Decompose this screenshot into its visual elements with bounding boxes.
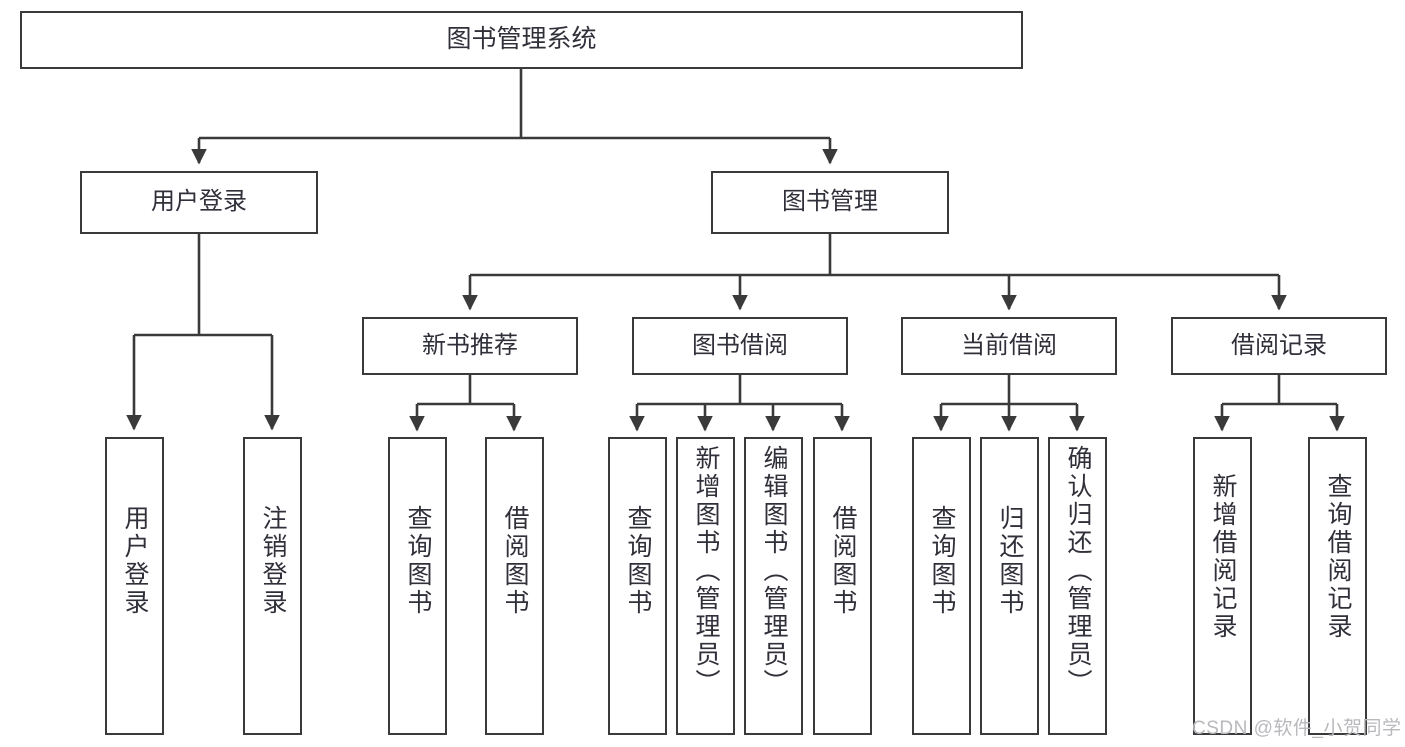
node-label: 新书推荐 xyxy=(422,331,518,359)
node-label: 图书借阅 xyxy=(692,331,788,359)
node-label: 编辑图书（管理员） xyxy=(760,445,788,697)
leaf-add-book-admin[interactable]: 新增图书（管理员） xyxy=(676,437,735,735)
node-label: 查询图书 xyxy=(404,505,432,617)
leaf-borrow-book-recommend[interactable]: 借阅图书 xyxy=(485,437,544,735)
node-label: 查询借阅记录 xyxy=(1324,473,1352,641)
leaf-add-borrow-record[interactable]: 新增借阅记录 xyxy=(1193,437,1252,735)
leaf-edit-book-admin[interactable]: 编辑图书（管理员） xyxy=(744,437,803,735)
leaf-query-book[interactable]: 查询图书 xyxy=(608,437,667,735)
node-label: 新增借阅记录 xyxy=(1209,473,1237,641)
leaf-query-borrow-record[interactable]: 查询借阅记录 xyxy=(1308,437,1367,735)
node-current-borrow[interactable]: 当前借阅 xyxy=(901,317,1117,375)
node-root-system[interactable]: 图书管理系统 xyxy=(20,11,1023,69)
node-label: 确认归还（管理员） xyxy=(1064,445,1092,697)
node-label: 借阅记录 xyxy=(1231,331,1327,359)
node-label: 注销登录 xyxy=(259,505,287,617)
node-label: 图书管理 xyxy=(782,188,878,216)
node-borrow-record[interactable]: 借阅记录 xyxy=(1171,317,1387,375)
node-label: 借阅图书 xyxy=(829,505,857,617)
node-label: 归还图书 xyxy=(996,505,1024,617)
node-label: 当前借阅 xyxy=(961,331,1057,359)
node-label: 查询图书 xyxy=(928,505,956,617)
node-label: 借阅图书 xyxy=(501,505,529,617)
node-label: 图书管理系统 xyxy=(446,25,597,54)
watermark-text: CSDN @软件_小贺同学 xyxy=(1192,718,1402,739)
node-label: 新增图书（管理员） xyxy=(692,445,720,697)
node-label: 用户登录 xyxy=(151,188,247,216)
leaf-logout[interactable]: 注销登录 xyxy=(243,437,302,735)
node-book-borrow[interactable]: 图书借阅 xyxy=(632,317,848,375)
leaf-query-book-recommend[interactable]: 查询图书 xyxy=(388,437,447,735)
leaf-user-login[interactable]: 用户登录 xyxy=(105,437,164,735)
leaf-confirm-return-admin[interactable]: 确认归还（管理员） xyxy=(1048,437,1107,735)
node-label: 用户登录 xyxy=(121,505,149,617)
node-user-login[interactable]: 用户登录 xyxy=(80,171,318,234)
node-new-book-recommend[interactable]: 新书推荐 xyxy=(362,317,578,375)
leaf-borrow-book[interactable]: 借阅图书 xyxy=(813,437,872,735)
node-label: 查询图书 xyxy=(624,505,652,617)
node-book-management[interactable]: 图书管理 xyxy=(711,171,949,234)
leaf-return-book[interactable]: 归还图书 xyxy=(980,437,1039,735)
leaf-query-book-current[interactable]: 查询图书 xyxy=(912,437,971,735)
